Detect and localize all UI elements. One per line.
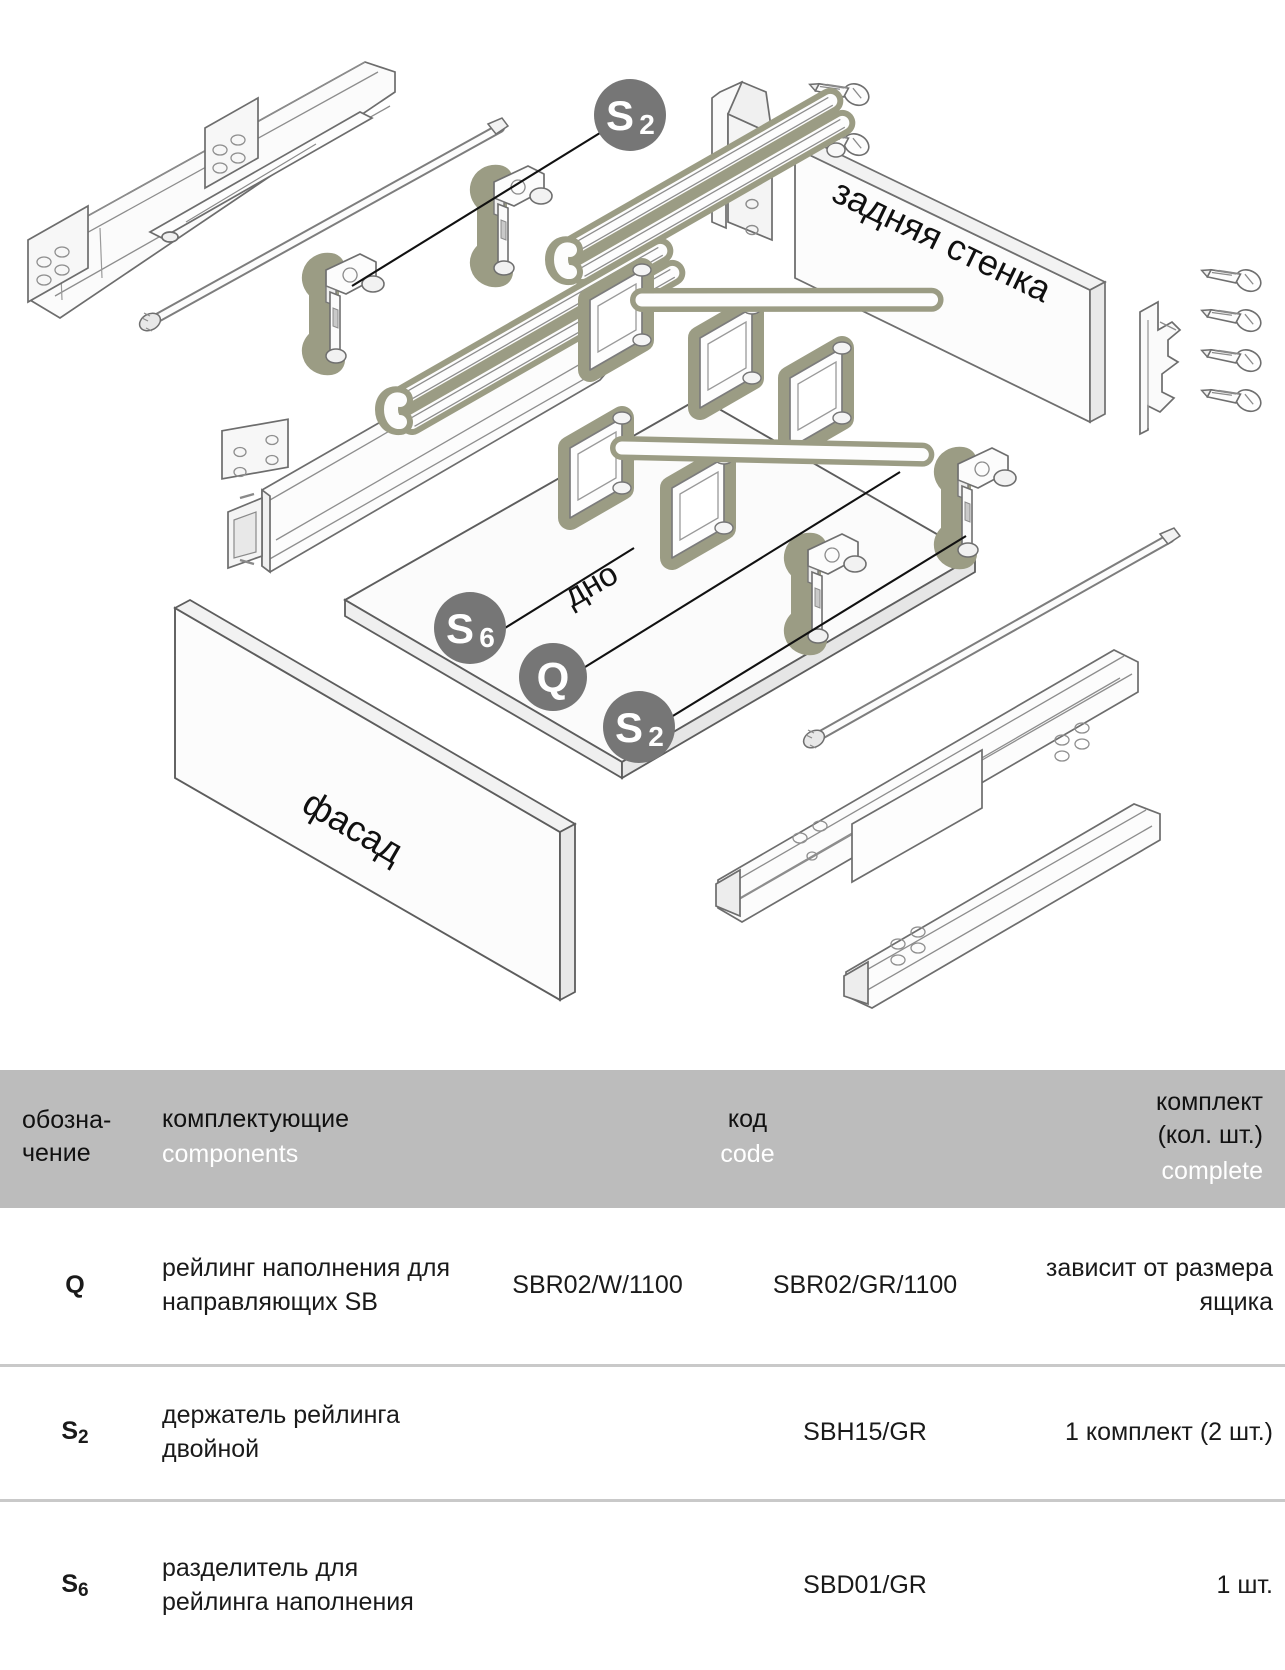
header-code-ru: код — [727, 1104, 768, 1133]
cell-code-grey: SBD01/GR — [715, 1498, 1015, 1670]
designation-symbol: S — [61, 1570, 79, 1599]
callout-s6-bottom: S 6 — [434, 592, 506, 664]
assembly-diagram: задняя стенка дно фасад — [27, 61, 1266, 1009]
right-bracket — [1139, 300, 1182, 436]
cell-kit: зависит от размера ящика — [1015, 1207, 1285, 1366]
designation-subscript: 6 — [78, 1580, 89, 1602]
cell-code-white: SBR02/W/1100 — [480, 1207, 715, 1366]
header-kit: комплект (кол. шт.) complete — [1015, 1070, 1285, 1208]
header-components-ru: комплектующие — [162, 1104, 349, 1133]
svg-text:S: S — [606, 92, 634, 139]
header-code: код code — [480, 1070, 1015, 1208]
table-header-row: обозна- чение комплектующие components к… — [0, 1070, 1285, 1208]
table-row: S6 разделитель для рейлинга наполнения S… — [0, 1498, 1285, 1670]
cell-designation: S2 — [0, 1363, 150, 1501]
drawer-slide-bottom-b — [843, 803, 1161, 1009]
header-components-en: components — [162, 1139, 299, 1168]
cell-components: держатель рейлинга двойной — [150, 1363, 480, 1501]
leader-lines — [351, 127, 967, 723]
designation-subscript: 2 — [78, 1427, 89, 1449]
svg-text:2: 2 — [639, 109, 655, 140]
header-kit-ru2: (кол. шт.) — [1157, 1121, 1263, 1150]
header-designation: обозна- чение — [0, 1070, 150, 1208]
svg-text:S: S — [446, 605, 474, 652]
table-row: S2 держатель рейлинга двойной SBH15/GR 1… — [0, 1363, 1285, 1501]
svg-text:Q: Q — [537, 654, 570, 701]
cell-kit: 1 комплект (2 шт.) — [1015, 1363, 1285, 1501]
drawer-slide-bottom-a — [715, 649, 1139, 923]
header-components: комплектующие components — [150, 1070, 480, 1208]
designation-symbol: Q — [65, 1271, 85, 1299]
svg-text:S: S — [615, 704, 643, 751]
header-code-en: code — [720, 1139, 775, 1168]
drawer-slide-top-left — [27, 61, 396, 320]
svg-text:6: 6 — [479, 622, 495, 653]
callout-q-bottom: Q — [519, 643, 587, 711]
cell-designation: S6 — [0, 1498, 150, 1670]
header-kit-en: complete — [1161, 1156, 1263, 1185]
bottom-panel: дно — [343, 396, 977, 780]
rail-rod-bottom-right — [802, 527, 1182, 749]
front-panel: фасад — [173, 598, 577, 1002]
header-designation-line1: обозна- — [22, 1105, 112, 1134]
cell-code-white — [480, 1363, 715, 1501]
cell-code-grey: SBH15/GR — [715, 1363, 1015, 1501]
cell-components: рейлинг наполнения для направляющих SB — [150, 1207, 480, 1366]
svg-text:2: 2 — [648, 721, 664, 752]
railing-system — [317, 97, 1016, 643]
cell-designation: Q — [0, 1207, 150, 1366]
cell-kit: 1 шт. — [1015, 1498, 1285, 1670]
parts-table: обозна- чение комплектующие components к… — [0, 1070, 1285, 1670]
cell-code-grey: SBR02/GR/1100 — [715, 1207, 1015, 1366]
cell-code-white — [480, 1498, 715, 1670]
callout-s2-top: S 2 — [594, 79, 666, 151]
header-designation-line2: чение — [22, 1138, 91, 1167]
callout-s2-bottom: S 2 — [603, 691, 675, 763]
cell-components: разделитель для рейлинга наполнения — [150, 1498, 480, 1670]
designation-symbol: S — [61, 1417, 79, 1446]
table-row: Q рейлинг наполнения для направляющих SB… — [0, 1207, 1285, 1366]
rail-rod-top-left — [138, 117, 510, 332]
header-kit-ru: комплект — [1155, 1088, 1263, 1116]
